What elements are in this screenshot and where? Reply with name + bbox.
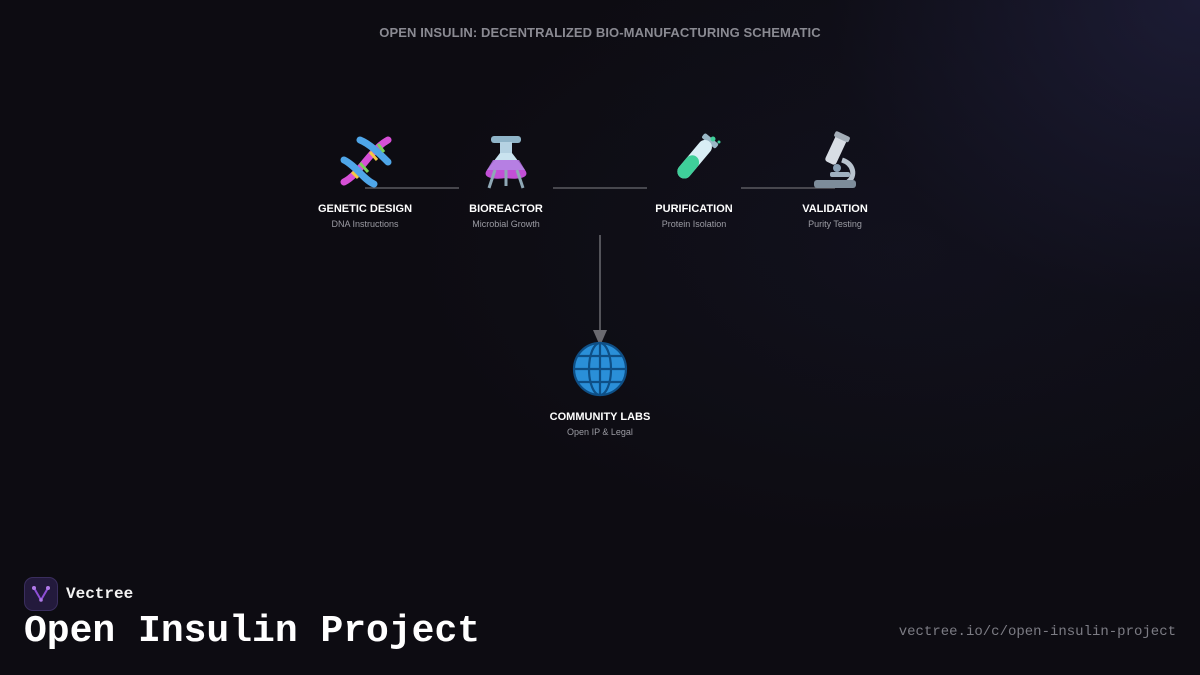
flask-icon [485,136,527,189]
node-subtitle: Open IP & Legal [567,427,633,437]
node-subtitle: Microbial Growth [472,219,540,229]
node-subtitle: DNA Instructions [331,219,399,229]
node-subtitle: Protein Isolation [661,219,727,229]
node-label: COMMUNITY LABS [549,411,651,423]
node-community-labs: COMMUNITY LABS Open IP & Legal [520,338,680,437]
test-tube-icon [677,133,721,179]
node-validation: VALIDATION Purity Testing [755,130,915,229]
brand[interactable]: Vectree [24,577,133,611]
node-label: PURIFICATION [655,203,733,215]
node-purification: PURIFICATION Protein Isolation [614,130,774,229]
diagram-title: OPEN INSULIN: DECENTRALIZED BIO-MANUFACT… [379,25,821,40]
globe-icon [572,341,628,397]
vectree-logo-icon [24,577,58,611]
node-label: GENETIC DESIGN [317,203,413,215]
dna-icon [340,136,392,188]
microscope-icon [814,131,856,188]
page-url[interactable]: vectree.io/c/open-insulin-project [898,624,1176,640]
node-subtitle: Purity Testing [808,219,862,229]
node-label: VALIDATION [802,203,868,215]
node-genetic-design: GENETIC DESIGN DNA Instructions [285,130,445,229]
page-headline: Open Insulin Project [24,610,481,653]
brand-name: Vectree [66,585,134,603]
arrowhead [593,330,607,346]
node-label: BIOREACTOR [469,203,543,215]
node-bioreactor: BIOREACTOR Microbial Growth [426,130,586,229]
